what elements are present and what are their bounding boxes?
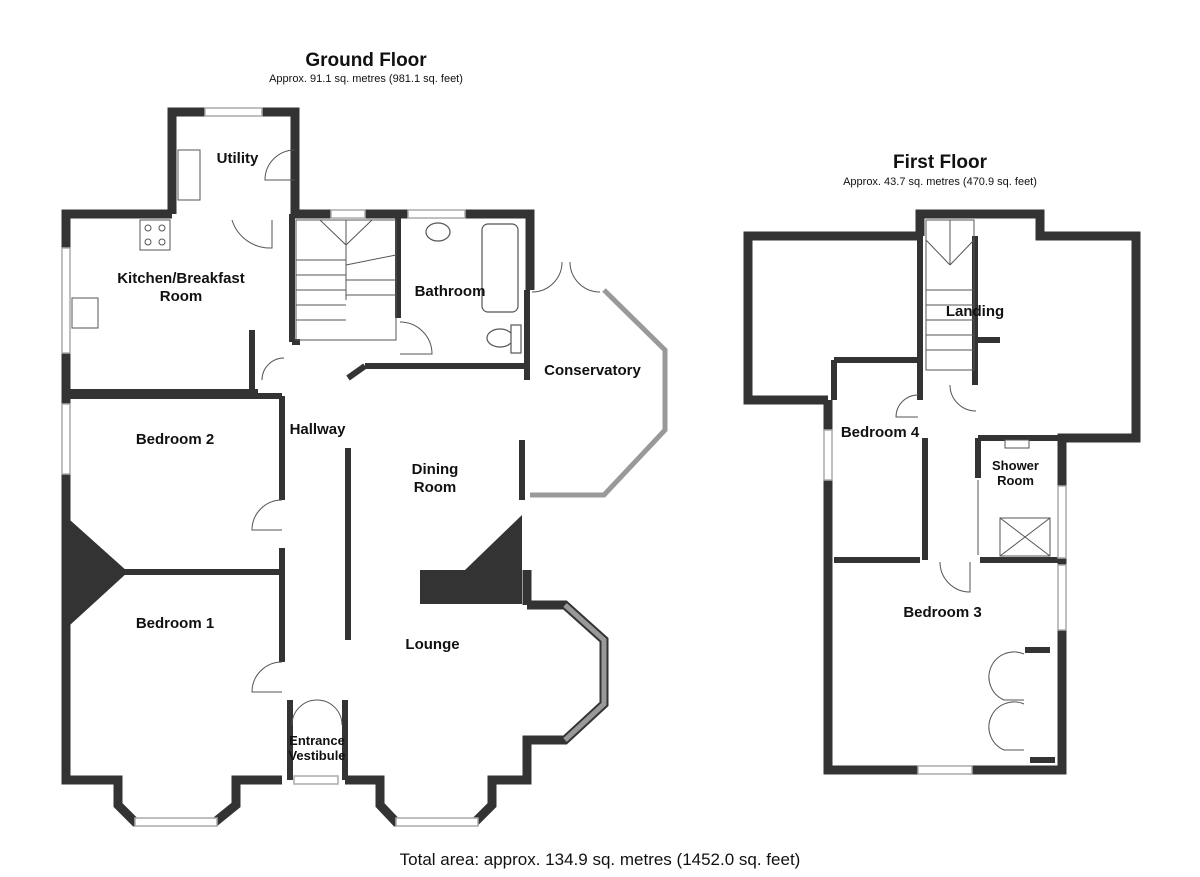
room-label-dining: Dining Room (395, 461, 475, 497)
room-label-lounge: Lounge (405, 636, 460, 653)
room-label-shower-line1: Shower (992, 458, 1039, 473)
room-label-vestibule: Entrance Vestibule (282, 733, 352, 763)
room-label-bedroom1: Bedroom 1 (135, 615, 215, 632)
ground-floor-walls (61, 107, 609, 827)
room-label-dining-line2: Room (413, 479, 457, 496)
door-swings-first (895, 384, 1025, 751)
room-label-bedroom4: Bedroom 4 (840, 424, 920, 441)
conservatory-frame (530, 288, 668, 742)
first-floor-walls (743, 209, 1141, 775)
room-label-utility: Utility (216, 150, 259, 167)
total-area: Total area: approx. 134.9 sq. metres (14… (399, 850, 801, 869)
room-label-kitchen-line2: Room (159, 288, 203, 305)
first-floor-windows (823, 429, 1067, 775)
first-floor-title: First Floor (893, 152, 987, 173)
bathroom-fixtures (425, 222, 522, 354)
chimney-breasts (70, 515, 522, 625)
room-label-bedroom3: Bedroom 3 (903, 604, 982, 621)
first-floor-area: Approx. 43.7 sq. metres (470.9 sq. feet) (843, 176, 1037, 188)
room-label-bathroom: Bathroom (414, 283, 486, 300)
room-label-shower: Shower Room (983, 458, 1048, 488)
ground-floor-title: Ground Floor (305, 50, 427, 71)
room-label-kitchen-line1: Kitchen/Breakfast (117, 270, 245, 287)
room-label-vestibule-line1: Entrance (289, 733, 345, 748)
stairs-ground (295, 219, 397, 341)
room-label-dining-line1: Dining (411, 461, 459, 478)
first-floor-inner-walls (831, 236, 1062, 763)
room-label-conservatory: Conservatory (544, 362, 641, 379)
shower-fixtures (999, 439, 1051, 557)
windows (61, 107, 479, 827)
door-swings-ground (231, 149, 601, 726)
stairs-first (925, 219, 975, 371)
room-label-vestibule-line2: Vestibule (288, 748, 346, 763)
ground-floor-inner-walls (66, 214, 530, 780)
kitchen-fixtures (71, 149, 201, 329)
room-label-shower-line2: Room (997, 473, 1034, 488)
ground-floor-area: Approx. 91.1 sq. metres (981.1 sq. feet) (269, 73, 463, 85)
room-label-hallway: Hallway (289, 421, 346, 438)
room-label-landing: Landing (945, 303, 1005, 320)
room-label-kitchen: Kitchen/Breakfast Room (96, 270, 266, 306)
room-label-bedroom2: Bedroom 2 (135, 431, 215, 448)
